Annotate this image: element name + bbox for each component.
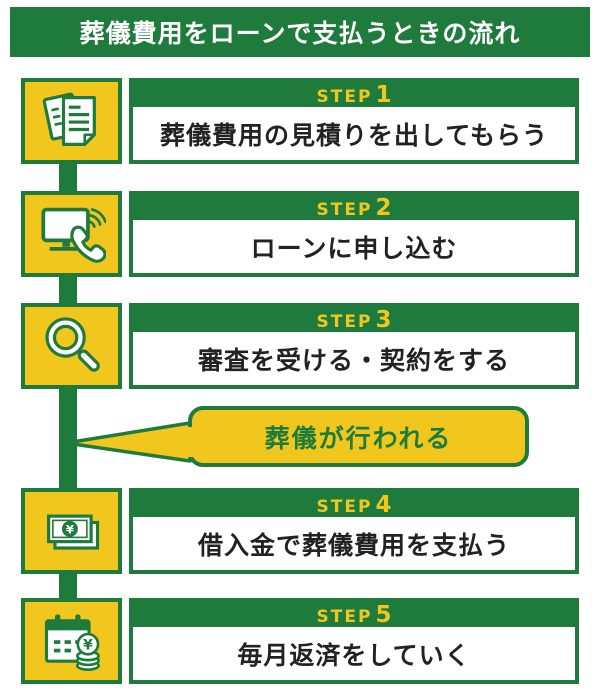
- page-title: 葬儀費用をローンで支払うときの流れ: [10, 7, 590, 57]
- banknotes-icon: ¥: [46, 514, 99, 550]
- step2-text: ローンに申し込む: [133, 220, 575, 273]
- funeral-bubble-text: 葬儀が行われる: [264, 423, 453, 453]
- step3-icon-tile: [21, 303, 122, 389]
- step1-icon-tile: [21, 78, 122, 164]
- step4-text: 借入金で葬儀費用を支払う: [133, 517, 575, 570]
- step1-text: 葬儀費用の見積りを出してもらう: [133, 107, 575, 160]
- svg-text:¥: ¥: [83, 638, 93, 654]
- monitor-phone-icon: [40, 207, 106, 263]
- magnifier-icon: [44, 317, 100, 372]
- calendar-coins-icon: ¥: [44, 614, 100, 672]
- step5-icon-tile: ¥: [21, 598, 122, 684]
- step3-text: 審査を受ける・契約をする: [133, 332, 575, 385]
- step4-icon-tile: ¥: [21, 488, 122, 574]
- funeral-bubble-shape: [64, 406, 529, 467]
- documents-icon: [42, 92, 96, 146]
- svg-text:¥: ¥: [65, 523, 73, 537]
- step5-text: 毎月返済をしていく: [133, 627, 575, 680]
- step2-icon-tile: [21, 191, 122, 277]
